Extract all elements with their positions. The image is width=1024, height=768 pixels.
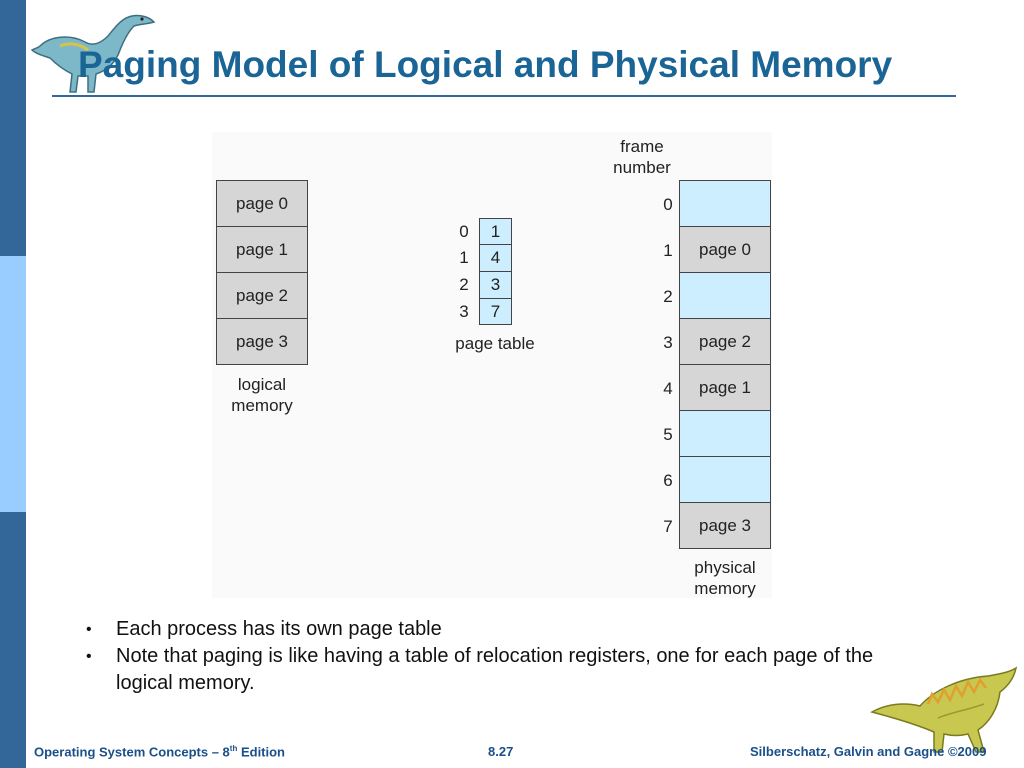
logical-page-3: page 3 [216, 318, 308, 365]
physical-frame-7: page 3 [679, 502, 771, 549]
physical-memory-label: physical memory [694, 558, 756, 598]
bullet-item: • Each process has its own page table [86, 616, 926, 643]
page-title: Paging Model of Logical and Physical Mem… [78, 44, 893, 85]
page-table-entry-1: 4 [479, 244, 512, 272]
frame-number-3: 3 [663, 333, 673, 352]
logical-page-0: page 0 [216, 180, 308, 227]
logical-page-2: page 2 [216, 272, 308, 319]
physical-frame-2 [679, 272, 771, 319]
page-table-entry-2: 3 [479, 271, 512, 299]
frame-number-header: frame number [613, 137, 671, 177]
physical-frame-5 [679, 410, 771, 457]
bullet-text: Note that paging is like having a table … [116, 645, 874, 694]
bullet-dot-icon: • [86, 648, 92, 665]
sidebar-bottom-band [0, 512, 26, 768]
dinosaur-top-icon [30, 14, 156, 93]
page-table-index-2: 2 [459, 275, 469, 294]
page-table-entry-0: 1 [479, 218, 512, 245]
frame-number-5: 5 [663, 425, 673, 444]
footer-slide-number: 8.27 [488, 744, 514, 759]
logical-memory-label: logical memory [231, 375, 293, 415]
sidebar-top-band [0, 0, 26, 256]
footer-copyright: Silberschatz, Galvin and Gagne ©2009 [750, 744, 987, 759]
bullet-dot-icon: • [86, 621, 92, 638]
page-table-label: page table [455, 334, 535, 353]
bullet-text: Each process has its own page table [116, 618, 442, 640]
dinosaur-bottom-icon [870, 666, 1018, 753]
frame-number-1: 1 [663, 241, 673, 260]
frame-number-4: 4 [663, 379, 673, 398]
bullet-item: • Note that paging is like having a tabl… [86, 643, 926, 697]
frame-number-7: 7 [663, 517, 673, 536]
frame-number-0: 0 [663, 195, 673, 214]
frame-number-6: 6 [663, 471, 673, 490]
logical-page-1: page 1 [216, 226, 308, 273]
footer-book-title: Operating System Concepts – 8th Edition [34, 744, 286, 760]
frame-number-2: 2 [663, 287, 673, 306]
bullet-list: • Each process has its own page table • … [86, 616, 926, 697]
physical-frame-3: page 2 [679, 318, 771, 365]
page-table-index-3: 3 [459, 302, 469, 321]
page-table-entry-3: 7 [479, 298, 512, 325]
sidebar-middle-band [0, 256, 26, 512]
title-underline [52, 95, 956, 97]
page-table-index-1: 1 [459, 248, 469, 267]
page-table-index-0: 0 [459, 222, 469, 241]
physical-frame-4: page 1 [679, 364, 771, 411]
physical-frame-1: page 0 [679, 226, 771, 273]
physical-frame-0 [679, 180, 771, 227]
physical-frame-6 [679, 456, 771, 503]
